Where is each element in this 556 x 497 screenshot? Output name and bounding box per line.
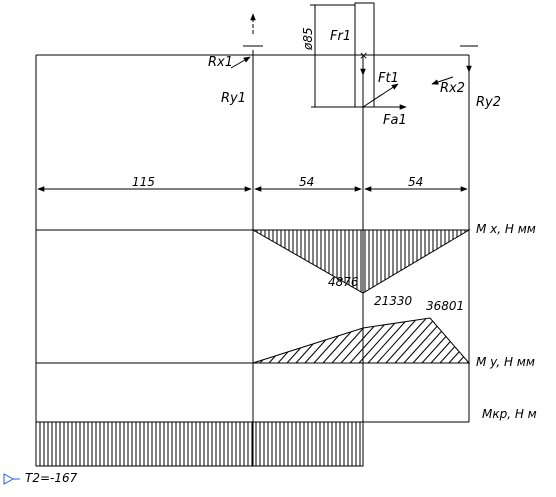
hatch-line [421,336,447,364]
hatch-line [277,351,289,364]
hatch-line [367,321,406,364]
span2-value: 54 [299,175,314,189]
hatch-line [412,331,442,364]
hatch-line [304,339,327,364]
my-diagram [36,317,471,364]
mx-diagram [36,229,471,294]
fa1-label: Fa1 [383,113,407,128]
hatch-line [466,361,469,364]
ry2-label: Ry2 [476,95,501,110]
mx-hatching [256,230,466,292]
my-label: M y, Н мм [476,355,535,369]
hatch-line [430,341,451,364]
mx-value-1: 4876 [328,275,359,289]
hatch-line [385,318,426,364]
span3-value: 54 [408,175,423,189]
my-value: 36801 [426,299,464,313]
mkr-diagram [35,421,469,467]
hatch-line [457,356,464,364]
hatch-line [376,320,416,364]
cross-mark: × [359,49,368,62]
fr1-label: Fr1 [330,29,351,44]
triangle-marker-icon [3,473,20,485]
hatch-line [268,355,276,364]
hatch-line [340,326,375,364]
rx1-arrow [230,56,251,69]
my-area [252,317,471,364]
mx-value-2: 21330 [374,294,413,308]
mkr-hatching [39,422,361,466]
hatch-line [439,346,455,364]
hatch-line [394,321,433,364]
hatch-line [313,335,339,364]
hatch-line [322,331,352,364]
hatch-line [403,326,438,364]
rx2-arrow [431,76,454,85]
shaft-frame [35,2,478,466]
rx2-label: Rx2 [440,81,465,96]
ft1-arrow [362,83,399,108]
ft1-label: Ft1 [378,71,399,86]
torque-label: T2=-167 [25,471,78,485]
hatch-line [295,343,314,364]
mkr-label: Mкр, Н м [482,407,537,421]
hatch-line [331,327,364,364]
diameter-label: ø85 [301,27,315,51]
force-arrows [230,13,472,110]
ry1-label: Ry1 [221,91,246,106]
my-hatching [259,318,469,364]
hatch-line [259,359,264,364]
rx1-label: Rx1 [208,55,233,70]
hatch-line [358,323,395,364]
span1-value: 115 [132,175,155,189]
hatch-line [286,347,301,364]
hatch-line [448,351,460,364]
mx-label: M x, Н мм [476,222,536,236]
hatch-line [349,324,385,364]
